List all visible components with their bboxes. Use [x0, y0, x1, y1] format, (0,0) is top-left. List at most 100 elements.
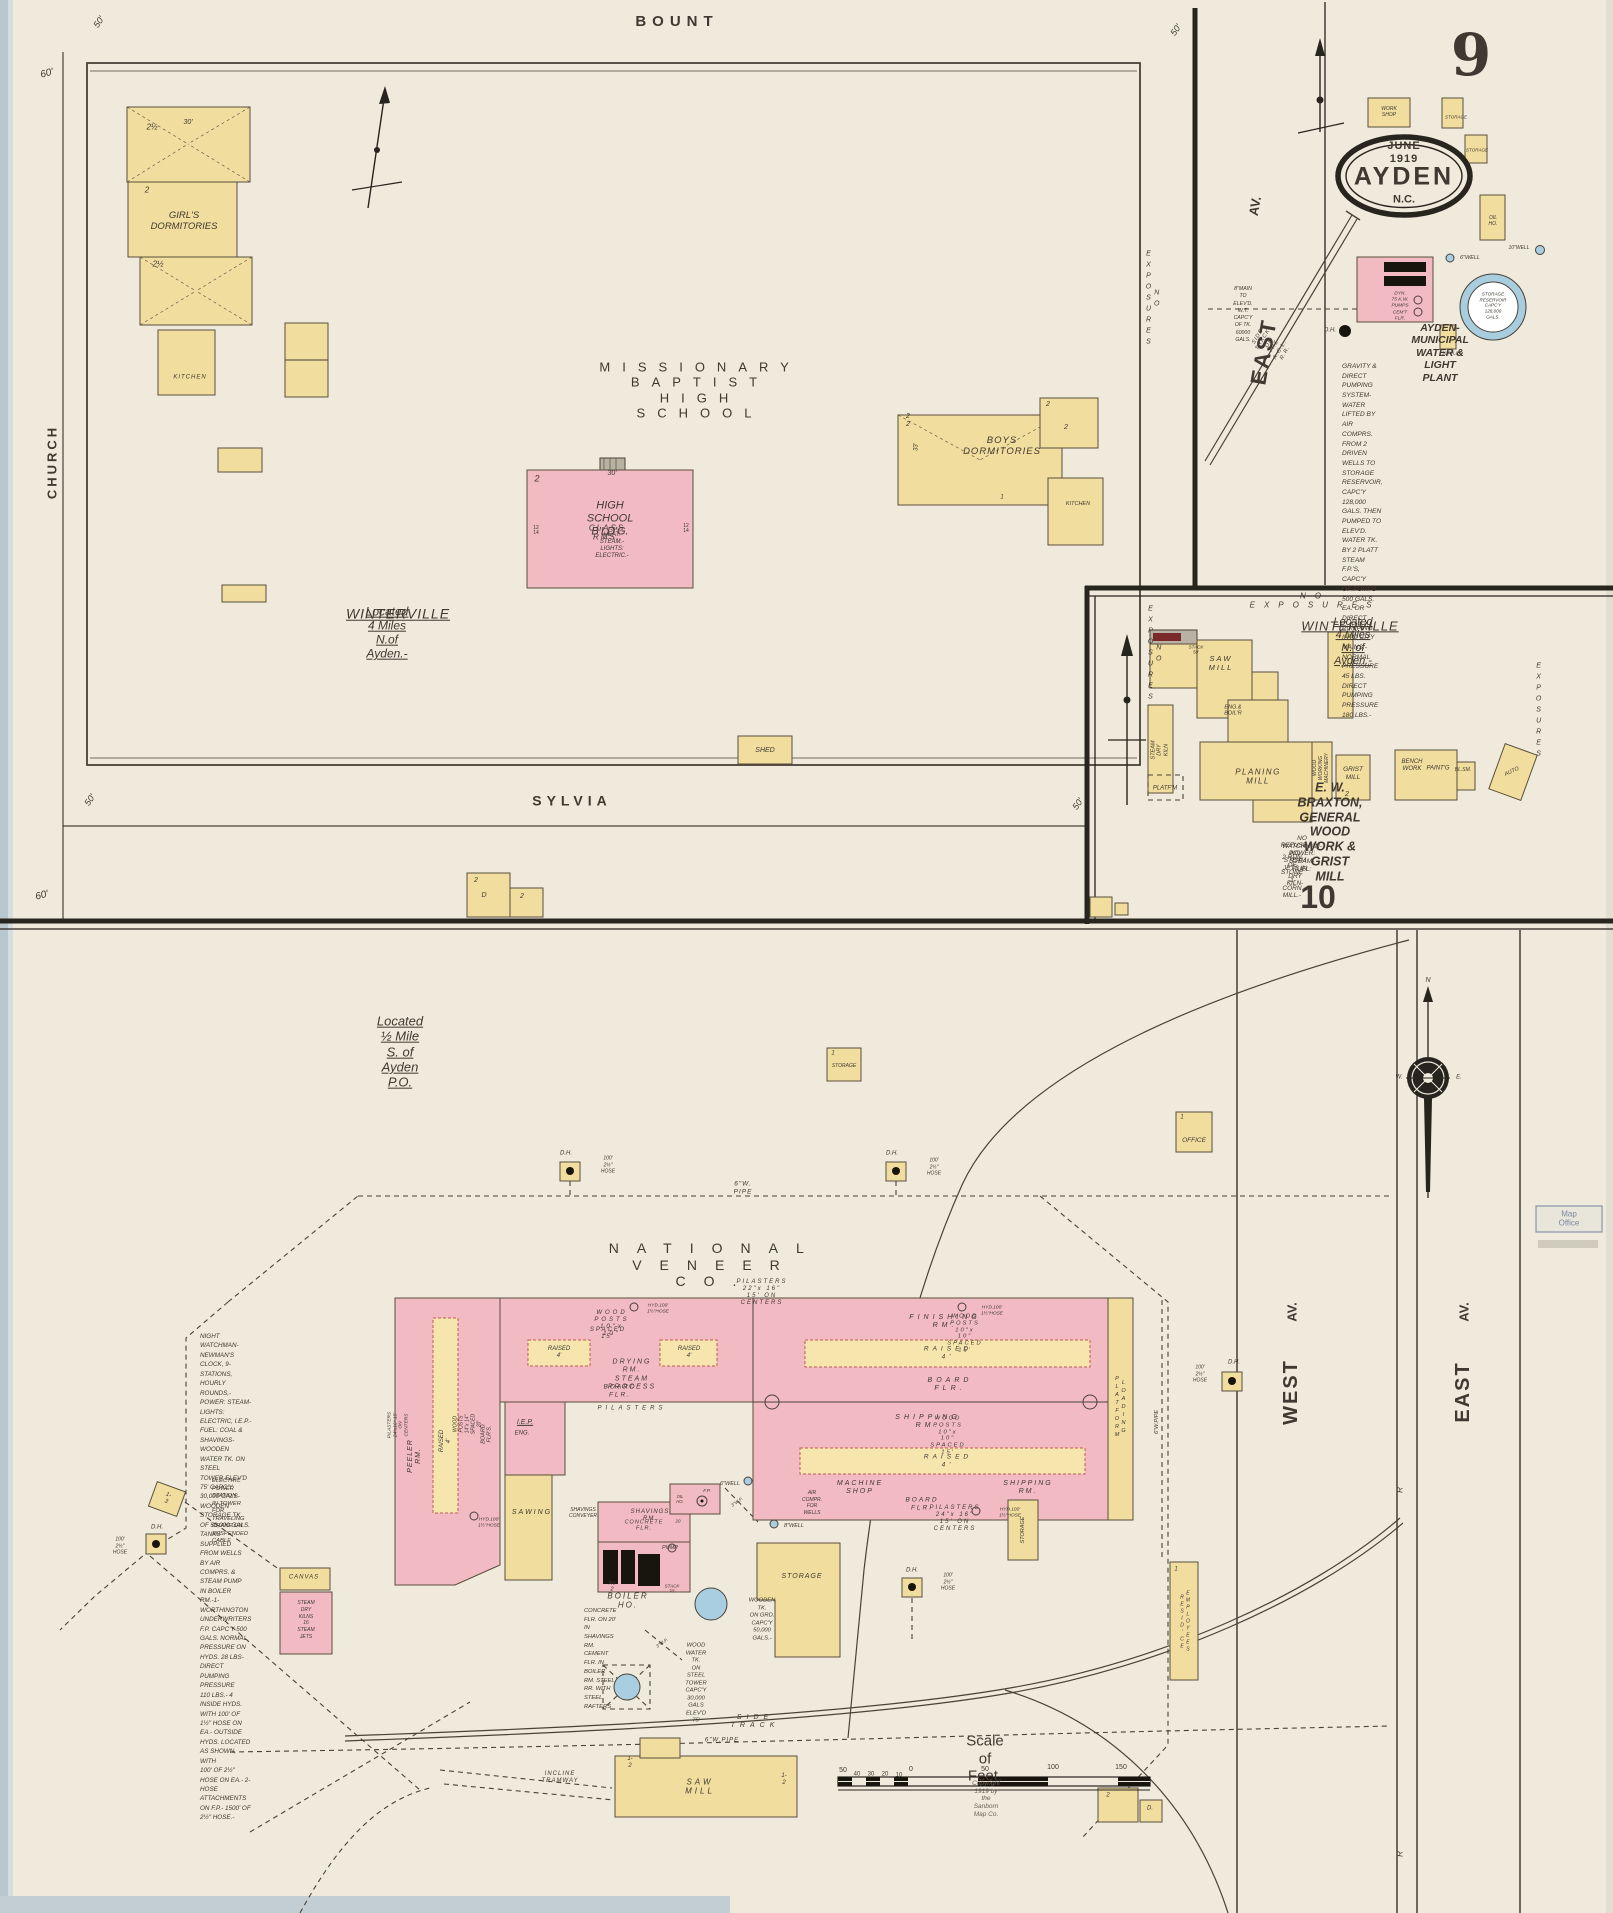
- girls-story-a: 2½: [146, 122, 158, 132]
- well-6: 6"WELL: [1460, 254, 1480, 261]
- stack-70: STACK 70': [664, 1583, 680, 1594]
- grist-mill: GRIST MILL: [1343, 765, 1363, 781]
- air-compr: AIR COMPR. FOR WELLS: [802, 1490, 822, 1516]
- braxton-note-2: REFUSE- NO STEAM JETS IN DRY KILN-: [1280, 842, 1310, 888]
- boiler-ho: BOILER HO.: [607, 1591, 649, 1610]
- steam-kilns: STEAM DRY KILNS 16 STEAM JETS: [297, 1599, 315, 1640]
- raised-drying-2: RAISED 4': [677, 1345, 701, 1359]
- dh-plant: D.H.: [1324, 327, 1336, 334]
- no-exposures-vert-lower: NO EXPOSURES: [1147, 605, 1163, 705]
- map-office-stamp: Map Office: [1558, 1209, 1580, 1228]
- winterville-note-title: WINTERVILLE: [345, 605, 451, 622]
- sylvia-bldg-d: D: [481, 891, 487, 899]
- storage-east-small: STORAGE: [1019, 1516, 1026, 1544]
- storage-ne-b: STORAGE: [1466, 147, 1488, 153]
- board-machine: BOARD FLR.: [905, 1496, 939, 1511]
- braxton-note-3: 2 RUN OF STONE -1-CORN MILL.-: [1280, 854, 1304, 900]
- scale-title: Scale of Feet.: [966, 1732, 1004, 1785]
- canvas: CANVAS: [288, 1574, 320, 1581]
- office: OFFICE: [1182, 1137, 1206, 1145]
- campus-buildings: [126, 106, 1104, 918]
- railroad-spur-top: [1204, 210, 1361, 466]
- stack-50: STACK 50': [1188, 644, 1204, 655]
- north-arrow-campus: [351, 86, 403, 209]
- raised-west: RAISED 4': [438, 1429, 452, 1453]
- machine-shop: MACHINE SHOP: [836, 1479, 884, 1495]
- boys-story-c: 2: [1064, 423, 1068, 431]
- shavings-rm: SHAVINGS RM.: [630, 1508, 670, 1522]
- north-arrow-top-right: [1297, 38, 1345, 134]
- compass-rose: [1406, 986, 1450, 1198]
- scale-30: 30: [867, 1771, 875, 1778]
- winterville-note-sub: Located 4 Miles N.of Ayden.-: [365, 604, 409, 662]
- kitchen-girls: KITCHEN: [173, 374, 207, 381]
- girls-dim-30: 30': [183, 118, 193, 126]
- raised-shipping: RAISED 4': [923, 1453, 973, 1468]
- boys-story-b: 2: [1046, 400, 1050, 408]
- wood-working-machinery: WOOD WORKING MACHINERY: [1312, 753, 1330, 783]
- oil-house-ne: OIL HO.: [1488, 215, 1498, 227]
- raised-finishing: RAISED 4': [923, 1345, 973, 1360]
- saw-mill-south: SAW MILL: [685, 1777, 715, 1796]
- rr-letter-1: R: [1395, 1487, 1405, 1493]
- employees-residence: EMPLOYEES RESID'CE: [1179, 1590, 1191, 1654]
- exposures-vert-right: EXPOSURES: [1535, 662, 1543, 762]
- hs-story: 2: [534, 473, 540, 484]
- pipe-6-north: 6"W. PIPE: [733, 1180, 753, 1195]
- br-bldg-2: 2: [1106, 1792, 1110, 1799]
- well-10: 10"WELL: [1508, 245, 1530, 252]
- boys-story-a: 2 2: [906, 412, 910, 428]
- steam-dry-kiln-inset: STEAM DRY KILN: [1150, 740, 1170, 760]
- braxton-title: E. W. BRAXTON, GENERAL WOOD WORK & GRIST…: [1297, 780, 1363, 883]
- pipes-and-fences: [59, 1181, 1393, 1913]
- girls-story-b: 2: [144, 185, 150, 195]
- shed-campus: SHED: [755, 746, 775, 754]
- veneer-title: NATIONAL VENEER CO.: [608, 1240, 822, 1290]
- braxton-mill-buildings: [1089, 629, 1538, 918]
- pilasters-top: PILASTERS 22"x 16" 15' ON CENTERS: [736, 1278, 788, 1307]
- hs-bldg-title: HIGH SCHOOL B'LD'G.: [586, 499, 634, 538]
- wood-posts-drying: WOOD POSTS 10"x 10": [594, 1309, 630, 1338]
- planing-mill: PLANING MILL: [1235, 767, 1281, 786]
- finishing-rm: FINISHING RM.: [909, 1313, 981, 1329]
- raised-drying-1: RAISED 4': [547, 1345, 571, 1359]
- bench-work: BENCH WORK: [1401, 758, 1423, 772]
- well-8-veneer: 8"WELL: [784, 1522, 804, 1529]
- loading-platform: LOADING PLATFORM: [1114, 1376, 1127, 1440]
- sawmill-story-a: 1-2: [627, 1755, 633, 1769]
- hs-dim-30: 30': [607, 469, 617, 477]
- hs-heat: HEAT: STEAM.- LIGHTS: ELECTRIC.-: [595, 531, 629, 560]
- street-church: CHURCH: [44, 424, 60, 500]
- hydrant-boxes: [145, 1161, 1243, 1598]
- iep: I.E.P.: [516, 1418, 534, 1426]
- compass-e: E.: [1456, 1074, 1462, 1081]
- night-watchman-notes: NIGHT WATCHMAN- NEWMAN'S CLOCK, 9- STATI…: [200, 1333, 252, 1822]
- boiler-no2: No 2: [608, 1580, 616, 1593]
- plant-title: AYDEN-MUNICIPAL WATER & LIGHT PLANT: [1411, 322, 1469, 384]
- compass-w: W.: [1395, 1074, 1403, 1081]
- wooden-tank-note: WOODEN TK. ON GRD. CAPC'Y 50,000 GALS.-: [748, 1597, 776, 1642]
- map-office-stamp-box: [1535, 1205, 1603, 1248]
- winterville-inset-sub: Located 4 Miles N. of Ayden.-: [1333, 616, 1373, 667]
- painting: PAINT'G: [1426, 765, 1450, 772]
- water-plant-block: [1335, 97, 1545, 350]
- sylvia-bldg-2b: 2: [520, 892, 524, 900]
- side-track: SIDE TRACK: [730, 1713, 780, 1729]
- pipe-6-vert: 6"W.PIPE: [1153, 1409, 1160, 1435]
- boys-dormitories: BOYS DORMITORIES: [963, 434, 1041, 457]
- oval-date: JUNE 1919: [1387, 140, 1421, 165]
- no-exposures-inset: NO EXPOSURES: [1249, 591, 1381, 610]
- sylvia-bldg-2a: 2: [474, 876, 478, 884]
- reservoir-label: STORAGE RESERVOIR CAPC'Y 128,000 GALS.: [1479, 291, 1507, 320]
- grist-story: 2: [1345, 790, 1349, 798]
- posts-finishing: WOOD POSTS 10"x 10" SPACED 15': [947, 1313, 983, 1354]
- street-east-av2-east: EAST: [1452, 1361, 1475, 1423]
- dynamo-room: DYN. 75 K.W. PUMPS CEM'T FLR.: [1391, 291, 1409, 322]
- located-half-mile: Located ½ Mile S. of Ayden P.O.: [376, 1013, 424, 1090]
- pilasters-west: PILASTERS 24"x16"-15' ON CENTERS: [387, 1411, 410, 1439]
- street-west-av-west: WEST: [1280, 1359, 1303, 1425]
- incline-tramway: INCLINE TRAMWAY: [541, 1770, 579, 1784]
